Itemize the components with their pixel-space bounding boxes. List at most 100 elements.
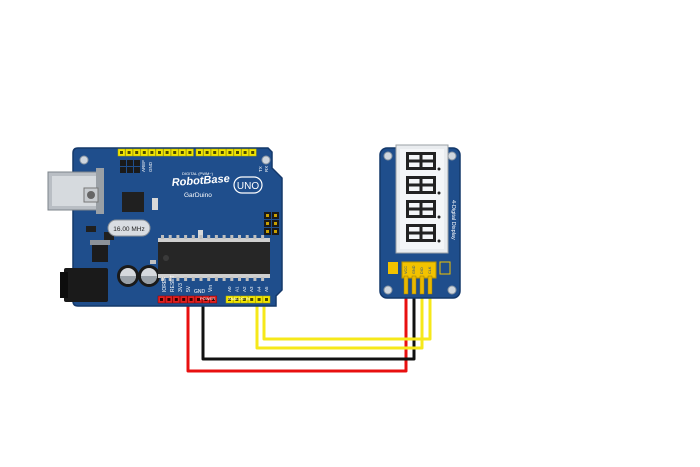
- pin-tip: [274, 230, 277, 233]
- 5v-label: 5V: [186, 285, 192, 292]
- mount-hole: [383, 285, 393, 295]
- segment: [433, 224, 436, 242]
- icsp-pin: [120, 160, 126, 166]
- decimal-point: [437, 167, 441, 171]
- pin-tip: [274, 214, 277, 217]
- pin-hole: [211, 298, 215, 301]
- wire-a4-dio: [255, 293, 424, 350]
- mount-hole: [261, 155, 271, 165]
- chip-pin: [161, 235, 164, 239]
- arduino-uno-board: 16.00 MHz RobotBase GarDuino UNO DIGI: [47, 147, 283, 307]
- segment: [433, 176, 436, 194]
- chip-pin: [191, 235, 195, 239]
- pin-hole: [158, 151, 161, 154]
- chip-pin: [207, 235, 211, 239]
- chip-pins: [161, 235, 265, 281]
- pin-hole: [165, 151, 169, 154]
- segment: [406, 176, 409, 194]
- capacitor-icon: [138, 265, 160, 287]
- sub-brand-label: GarDuino: [184, 192, 212, 199]
- icsp-header-top: [120, 160, 140, 173]
- pin-tip: [266, 214, 269, 217]
- pin-hole: [127, 151, 131, 154]
- display-digits: [406, 152, 441, 243]
- module-pin-label: VCC: [404, 266, 408, 274]
- segment: [433, 152, 436, 170]
- segment: [419, 152, 423, 170]
- digit: [406, 176, 441, 195]
- ioref-label: IOREF: [162, 277, 168, 292]
- chip-pin: [161, 277, 164, 281]
- digit: [406, 200, 441, 219]
- module-pin: [411, 275, 417, 295]
- chip-pin: [214, 277, 218, 281]
- module-pin-label: CLK: [428, 266, 432, 274]
- pin-hole: [120, 151, 123, 154]
- segment: [419, 200, 423, 218]
- analog-pin-label: A5: [264, 286, 269, 292]
- mount-hole: [447, 285, 457, 295]
- smd-component: [104, 232, 114, 240]
- wires: [186, 293, 432, 373]
- module-title: 4-Digital Display: [450, 200, 456, 240]
- mount-hole: [447, 151, 457, 161]
- dc-jack-icon: [60, 268, 108, 302]
- analog-pin-label: A4: [257, 286, 262, 292]
- module-marker: [439, 261, 451, 275]
- wire-gnd-gnd: [201, 293, 416, 361]
- vin-label: Vin: [208, 285, 214, 292]
- smd-component: [150, 260, 156, 264]
- chip-pin: [261, 277, 265, 281]
- chip-pin: [230, 277, 234, 281]
- pin-hole: [189, 298, 193, 301]
- pin-hole: [197, 298, 200, 301]
- decimal-point: [437, 239, 441, 243]
- chip-pin: [168, 277, 172, 281]
- digital-label: DIGITAL (PWM~): [182, 171, 214, 176]
- smd-component: [86, 226, 96, 232]
- capacitor-icon: [117, 265, 139, 287]
- module-pin: [403, 275, 409, 295]
- wire-5v-vcc: [186, 293, 408, 373]
- module-pin: [427, 275, 433, 295]
- rx-label: RX: [264, 166, 269, 172]
- reset-button-cap: [87, 191, 95, 199]
- reset-label: RESET: [170, 275, 176, 292]
- brand-label: RobotBase: [171, 173, 230, 189]
- chip-pin: [253, 235, 257, 239]
- power-header: [157, 295, 218, 304]
- icsp-pin: [127, 167, 133, 173]
- segment: [419, 176, 423, 194]
- module-pin-label: DIO: [420, 267, 424, 274]
- digital-header: [117, 148, 257, 157]
- mount-hole: [383, 151, 393, 161]
- chip-pin: [245, 235, 249, 239]
- pin-hole: [150, 151, 154, 154]
- pin-hole: [205, 151, 209, 154]
- chip-pin: [184, 277, 188, 281]
- chip-pin: [214, 235, 218, 239]
- chip-pin: [176, 235, 180, 239]
- voltage-regulator-tab: [90, 240, 110, 245]
- digit: [406, 224, 441, 243]
- microcontroller-chip: [158, 238, 270, 278]
- chip-pin: [230, 235, 234, 239]
- segment: [406, 224, 409, 242]
- pin-hole: [180, 151, 184, 154]
- chip-pin: [199, 235, 203, 239]
- segment: [406, 152, 409, 170]
- pin-hole: [160, 298, 163, 301]
- chip-pin: [253, 277, 257, 281]
- model-badge: UNO: [233, 176, 263, 194]
- gnd-pin-label: GND: [194, 289, 206, 295]
- mount-hole: [79, 155, 89, 165]
- chip-pin: [222, 235, 226, 239]
- chip-pin: [199, 277, 203, 281]
- chip-pin: [261, 235, 265, 239]
- pin-hole: [257, 298, 261, 301]
- model-label: UNO: [237, 181, 259, 192]
- 3v3-label: 3V3: [178, 283, 184, 292]
